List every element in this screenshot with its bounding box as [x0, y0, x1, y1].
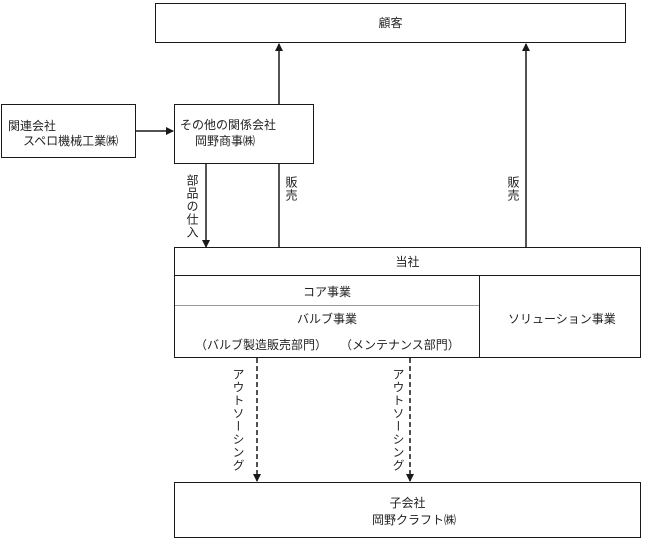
related-company-name: スペロ機械工業㈱: [23, 134, 119, 148]
other-affiliate-box: その他の関係会社 岡野商事㈱: [174, 104, 314, 164]
subsidiary-name: 岡野クラフト㈱: [372, 513, 457, 527]
customer-box: 顧客: [155, 3, 626, 43]
business-divider: [479, 275, 480, 357]
subsidiary-box: 子会社 岡野クラフト㈱: [174, 482, 641, 538]
parts-purchase-label: 部品の仕入: [185, 174, 199, 239]
related-company-type: 関連会社: [8, 119, 57, 133]
core-business-section: コア事業 バルブ事業 （バルブ製造販売部門） （メンテナンス部門）: [175, 276, 479, 357]
our-company-title: 当社: [395, 255, 420, 269]
title-divider: [175, 275, 640, 276]
valve-manufacturing-label: （バルブ製造販売部門）: [195, 338, 328, 352]
customer-label: 顧客: [378, 16, 403, 30]
core-business-label: コア事業: [302, 285, 351, 299]
sales-left-label: 販売: [284, 176, 298, 202]
outsourcing-right-label: アウトソーシング: [391, 368, 405, 472]
solution-business-label: ソリューション事業: [508, 312, 616, 326]
other-affiliate-name: 岡野商事㈱: [195, 134, 256, 148]
valve-business-label: バルブ事業: [296, 312, 357, 326]
our-company-box: 当社 コア事業 バルブ事業 （バルブ製造販売部門） （メンテナンス部門） ソリュ…: [174, 247, 641, 358]
maintenance-label: （メンテナンス部門）: [340, 338, 460, 352]
subsidiary-type: 子会社: [389, 496, 426, 510]
related-company-box: 関連会社 スペロ機械工業㈱: [1, 104, 136, 158]
other-affiliate-type: その他の関係会社: [180, 118, 277, 132]
sales-right-label: 販売: [506, 176, 520, 202]
core-divider: [175, 305, 479, 306]
outsourcing-left-label: アウトソーシング: [231, 368, 245, 472]
